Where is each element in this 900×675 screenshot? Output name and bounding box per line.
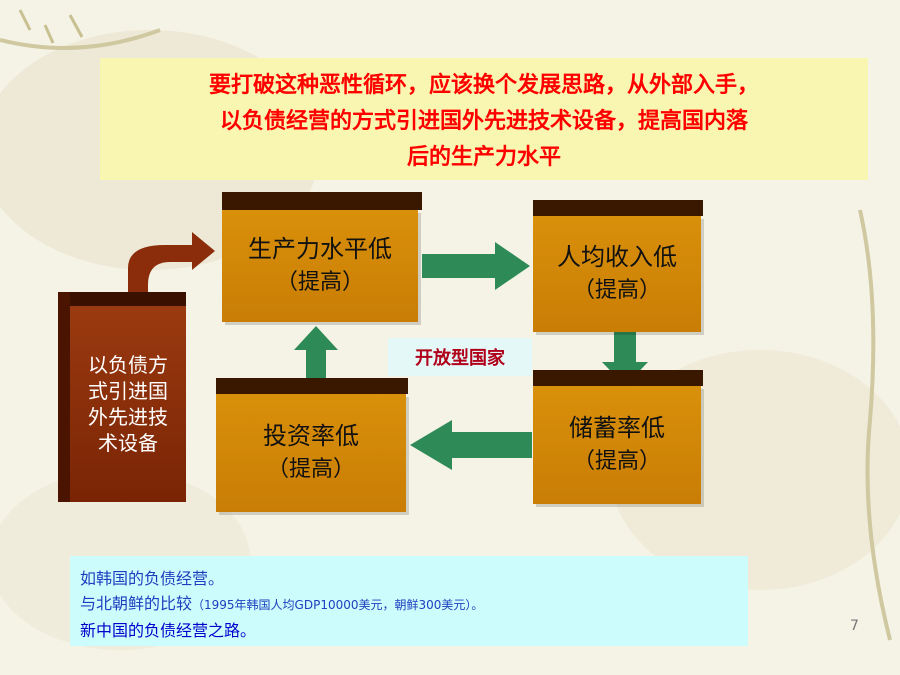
box-savings: 储蓄率低 （提高） <box>533 386 701 504</box>
page-number: 7 <box>850 618 859 634</box>
productivity-sub: （提高） <box>275 270 364 295</box>
arrow-up <box>294 326 338 380</box>
box-productivity: 生产力水平低 （提高） <box>222 210 418 322</box>
left-box-line-3: 外先进技 <box>88 405 168 429</box>
left-box-line-2: 式引进国 <box>88 379 168 403</box>
left-box-line-1: 以负债方 <box>88 353 168 377</box>
box-investment-top <box>216 378 408 394</box>
box-income: 人均收入低 （提高） <box>533 216 701 332</box>
left-box-side <box>58 292 70 502</box>
note-line-3: 新中国的负债经营之路。 <box>80 621 257 640</box>
title-line-3: 后的生产力水平 <box>406 145 561 170</box>
note-line-2: 与北朝鲜的比较（1995年韩国人均GDP10000美元，朝鲜300美元）。 <box>80 591 738 618</box>
investment-label: 投资率低 <box>263 422 359 450</box>
curved-arrow <box>128 232 215 292</box>
open-country-label: 开放型国家 <box>388 338 532 376</box>
arrow-left <box>410 420 532 470</box>
note-line-1: 如韩国的负债经营。 <box>80 569 225 588</box>
arrow-right <box>422 242 530 290</box>
investment-sub: （提高） <box>266 457 355 482</box>
notes-box: 如韩国的负债经营。 与北朝鲜的比较（1995年韩国人均GDP10000美元，朝鲜… <box>70 556 748 646</box>
box-investment: 投资率低 （提高） <box>216 394 406 512</box>
note-line-2-small: （1995年韩国人均GDP10000美元，朝鲜300美元）。 <box>192 598 484 612</box>
savings-label: 储蓄率低 <box>569 414 665 442</box>
income-sub: （提高） <box>572 278 661 303</box>
left-box-top <box>58 292 186 306</box>
title-line-2: 以负债经营的方式引进国外先进技术设备，提高国内落 <box>219 109 748 134</box>
left-box: 以负债方 式引进国 外先进技 术设备 <box>70 306 186 502</box>
title-line-1: 要打破这种恶性循环，应该换个发展思路，从外部入手， <box>208 73 759 98</box>
savings-sub: （提高） <box>572 449 661 474</box>
productivity-label: 生产力水平低 <box>248 235 392 263</box>
note-line-2-main: 与北朝鲜的比较 <box>80 594 193 613</box>
left-box-line-4: 术设备 <box>98 431 158 455</box>
income-label: 人均收入低 <box>557 243 677 271</box>
box-savings-top <box>533 370 703 386</box>
slide-title: 要打破这种恶性循环，应该换个发展思路，从外部入手， 以负债经营的方式引进国外先进… <box>100 58 868 180</box>
box-income-top <box>533 200 703 216</box>
box-productivity-top <box>222 192 422 210</box>
